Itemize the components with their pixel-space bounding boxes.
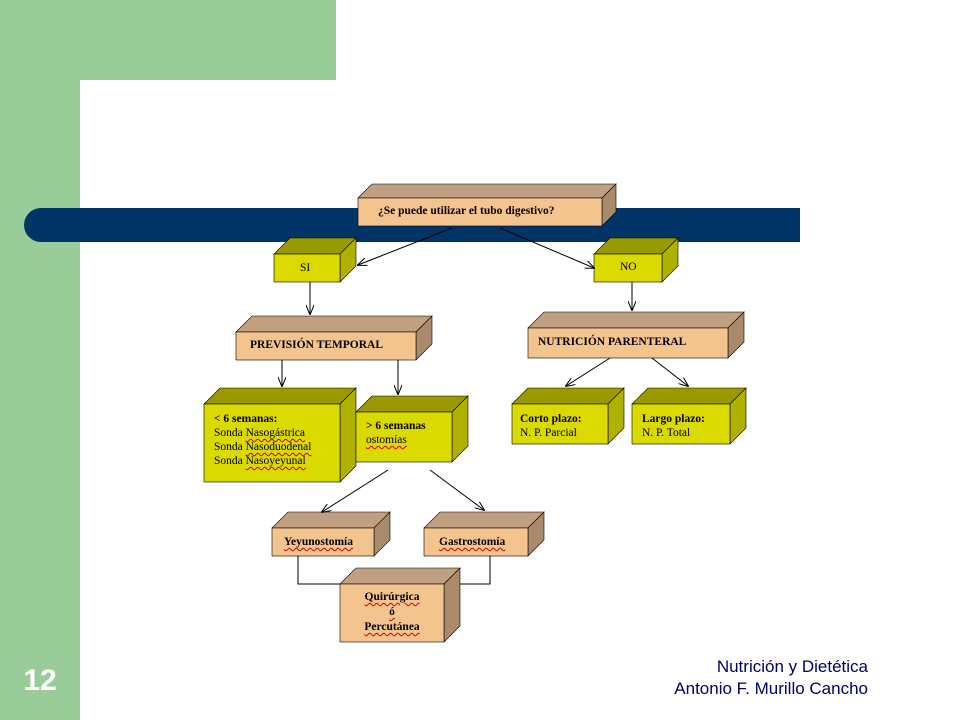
arrow-mas6-yeyunostomia	[322, 469, 389, 512]
connector-bracket	[297, 556, 340, 585]
footer-line2: Antonio F. Murillo Cancho	[674, 679, 868, 698]
corto-sub: N. P. Parcial	[520, 427, 577, 439]
box-quirurgica-percutanea	[339, 567, 461, 643]
menos-6-title: < 6 semanas:	[214, 413, 278, 425]
box-mas-6-semanas	[355, 395, 469, 463]
corto-text: Corto plazo: N. P. Parcial	[520, 412, 582, 440]
largo-text: Largo plazo: N. P. Total	[642, 412, 705, 440]
footer-line1: Nutrición y Dietética	[716, 657, 868, 676]
box-menos-6-semanas	[203, 387, 357, 483]
box-gastrostomia	[423, 511, 545, 557]
parenteral-label: NUTRICIÓN PARENTERAL	[538, 336, 687, 348]
corto-title: Corto plazo:	[520, 413, 582, 425]
box-no	[593, 237, 679, 283]
gastrostomia-label: Gastrostomía	[439, 536, 506, 548]
arrow-mas6-gastrostomia	[429, 469, 484, 510]
menos-6-line2: Sonda Nasoduodenal	[214, 440, 311, 454]
menos-6-line3-prefix: Sonda	[214, 455, 246, 467]
box-question	[357, 183, 617, 227]
prevision-label: PREVISIÓN TEMPORAL	[250, 339, 384, 351]
question-label: ¿Se puede utilizar el tubo digestivo?	[378, 205, 555, 217]
percutanea-line: Percutánea	[364, 621, 420, 633]
menos-6-line2-prefix: Sonda	[214, 441, 246, 453]
quirurgica-line: Quirúrgica	[364, 591, 420, 603]
arrow-parenteral-corto	[566, 357, 611, 386]
slide-number: 12	[23, 664, 57, 697]
menos-6-line1-term: Nasogástrica	[245, 427, 306, 439]
box-si	[273, 237, 357, 283]
mas-6-line1: ostomías	[366, 434, 407, 446]
menos-6-text: < 6 semanas: Sonda Nasogástrica Sonda Na…	[214, 412, 311, 468]
largo-title: Largo plazo:	[642, 413, 705, 425]
arrow-question-no	[499, 227, 594, 268]
mas-6-text: > 6 semanas ostomías	[366, 419, 426, 447]
green-left-bar	[0, 0, 80, 720]
menos-6-line1-prefix: Sonda	[214, 427, 246, 439]
connector-bracket-right	[460, 556, 491, 585]
box-corto-plazo	[511, 387, 625, 445]
box-largo-plazo	[631, 387, 747, 445]
o-line: ó	[389, 606, 395, 618]
mas-6-title: > 6 semanas	[366, 420, 426, 432]
no-label: NO	[620, 261, 637, 273]
box-prevision-temporal	[235, 315, 433, 361]
arrow-question-si	[358, 227, 453, 265]
menos-6-line3: Sonda Nasoyeyunal	[214, 454, 311, 468]
quirurgica-text: Quirúrgica ó Percutánea	[340, 590, 444, 635]
menos-6-line2-term: Nasoduodenal	[245, 441, 312, 453]
box-yeyunostomia	[271, 511, 391, 557]
yeyunostomia-label: Yeyunostomía	[284, 536, 354, 548]
arrow-parenteral-largo	[651, 357, 688, 386]
si-label: SI	[300, 262, 311, 274]
title-band-notch	[64, 238, 80, 242]
menos-6-line3-term: Nasoyeyunal	[245, 455, 306, 467]
footer: Nutrición y Dietética Antonio F. Murillo…	[674, 656, 868, 700]
box-nutricion-parenteral	[527, 311, 745, 359]
menos-6-line1: Sonda Nasogástrica	[214, 426, 311, 440]
largo-sub: N. P. Total	[642, 427, 691, 439]
